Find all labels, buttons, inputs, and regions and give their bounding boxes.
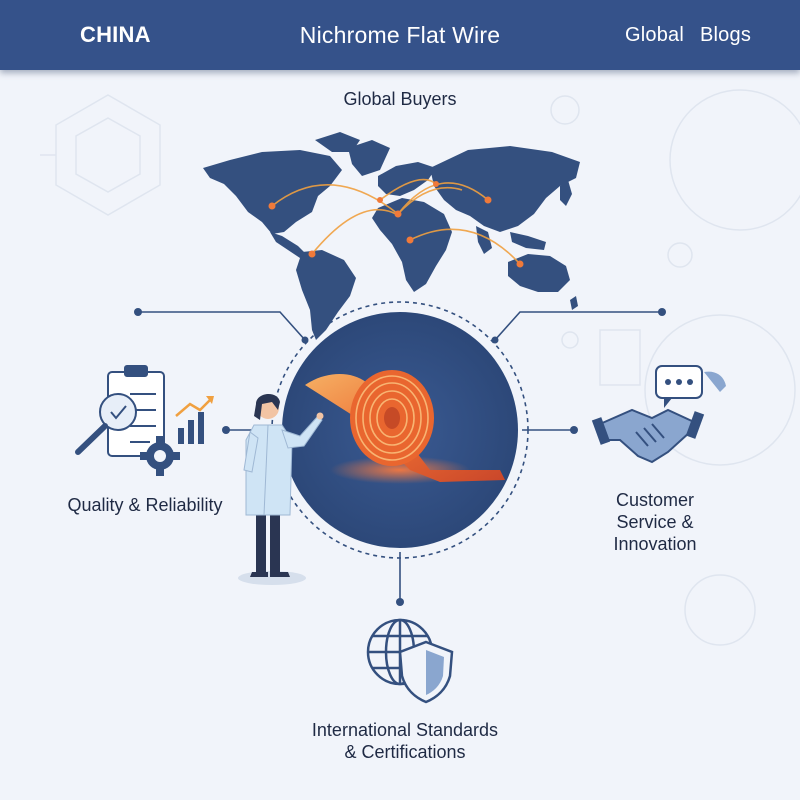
world-map <box>203 132 580 340</box>
trade-routes <box>271 178 521 265</box>
map-title: Global Buyers <box>343 89 457 109</box>
connector-dots <box>134 308 666 606</box>
nav-link-global[interactable]: Global <box>625 24 685 46</box>
shield-icon <box>398 640 454 704</box>
gear-icon <box>140 436 180 476</box>
chat-bubble-icon <box>655 365 726 408</box>
buyer-markers <box>268 181 524 268</box>
flat-wire-coil-icon <box>305 370 505 484</box>
page-title: Nichrome Flat Wire <box>299 22 501 48</box>
quality-reliability-label: Quality & Reliability <box>67 495 223 515</box>
brand-logo[interactable]: CHINA <box>80 22 151 47</box>
growth-chart-icon <box>175 396 214 444</box>
nav-link-blogs[interactable]: Blogs <box>700 24 752 46</box>
header-bar: CHINA Nichrome Flat Wire Global Blogs <box>0 0 800 70</box>
handshake-icon <box>591 408 705 464</box>
connector-lines <box>138 311 662 602</box>
international-standards-label: International Standards & Certifications <box>311 720 499 762</box>
customer-service-label: Customer Service & Innovation <box>613 490 697 554</box>
magnifier-checklist-icon <box>75 365 165 457</box>
scientist-figure <box>238 393 324 585</box>
